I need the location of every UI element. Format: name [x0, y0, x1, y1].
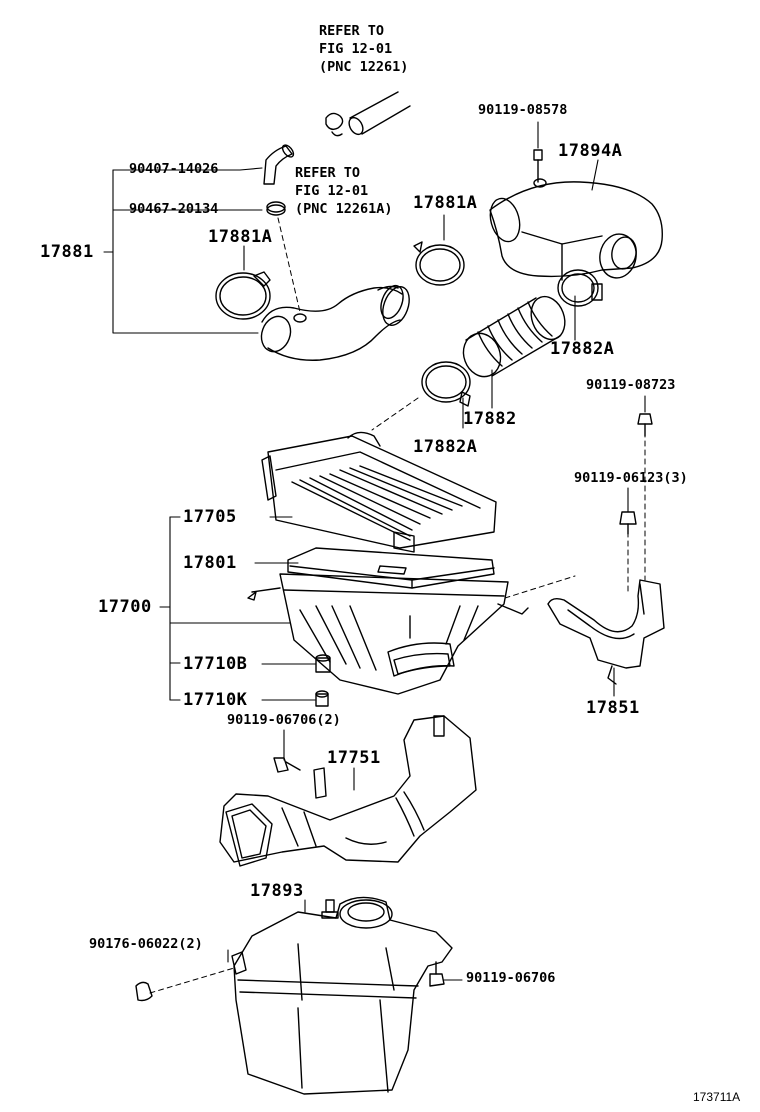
label-17882: 17882 — [463, 409, 517, 429]
air-cleaner-cap — [261, 431, 497, 553]
small-parts — [315, 654, 331, 707]
reference-lower-line3: (PNC 12261A) — [295, 201, 393, 217]
label-17881a-right: 17881A — [413, 193, 478, 213]
figure-id: 173711A — [693, 1090, 741, 1104]
label-17881: 17881 — [40, 242, 94, 262]
label-90119-06123: 90119-06123(3) — [574, 470, 688, 486]
lower-case — [231, 896, 453, 1095]
label-90119-06706: 90119-06706 — [466, 970, 556, 986]
intake-duct — [219, 715, 477, 867]
reference-upper-line1: REFER TO — [319, 23, 385, 39]
reference-note-upper: REFER TO FIG 12-01 (PNC 12261) — [319, 22, 408, 76]
label-17700: 17700 — [98, 597, 152, 617]
label-17882a-mid: 17882A — [413, 437, 478, 457]
filter-element — [287, 547, 495, 589]
reference-lower-line2: FIG 12-01 — [295, 183, 369, 199]
label-90176-06022: 90176-06022(2) — [89, 936, 203, 952]
clip — [266, 201, 286, 216]
label-17751: 17751 — [327, 748, 381, 768]
reference-hose — [325, 91, 411, 137]
label-17893: 17893 — [250, 881, 304, 901]
label-17851: 17851 — [586, 698, 640, 718]
dashed-lines — [149, 217, 646, 994]
label-17801: 17801 — [183, 553, 237, 573]
label-17710b: 17710B — [183, 654, 248, 674]
intake-hose — [260, 284, 410, 361]
reference-upper-line2: FIG 12-01 — [319, 41, 393, 57]
reference-upper-line3: (PNC 12261) — [319, 59, 409, 75]
label-17710k: 17710K — [183, 690, 248, 710]
bracket — [547, 579, 665, 685]
label-17705: 17705 — [183, 507, 237, 527]
leader-lines — [103, 121, 646, 981]
bolt-06706 — [429, 961, 445, 987]
label-17894a: 17894A — [558, 141, 623, 161]
air-cleaner-case — [247, 573, 529, 695]
label-90119-08723: 90119-08723 — [586, 377, 676, 393]
label-90467-20134: 90467-20134 — [129, 201, 219, 217]
clamp-882a-right — [557, 269, 603, 307]
bolt-06123 — [619, 511, 637, 535]
bellows-hose — [462, 295, 566, 378]
label-90407-14026: 90407-14026 — [129, 161, 219, 177]
label-90119-06706-2: 90119-06706(2) — [227, 712, 341, 728]
bolt-08723 — [637, 413, 653, 437]
reference-lower-line1: REFER TO — [295, 165, 361, 181]
resonator — [489, 149, 663, 281]
clamp-left — [215, 271, 271, 320]
clamp-882a-mid — [421, 361, 471, 407]
grommet — [135, 981, 153, 1002]
label-17882a-right: 17882A — [550, 339, 615, 359]
reference-note-lower: REFER TO FIG 12-01 (PNC 12261A) — [295, 164, 393, 218]
clamp-right — [413, 241, 465, 286]
label-17881a-left: 17881A — [208, 227, 273, 247]
small-hose — [263, 144, 295, 185]
label-90119-08578: 90119-08578 — [478, 102, 568, 118]
